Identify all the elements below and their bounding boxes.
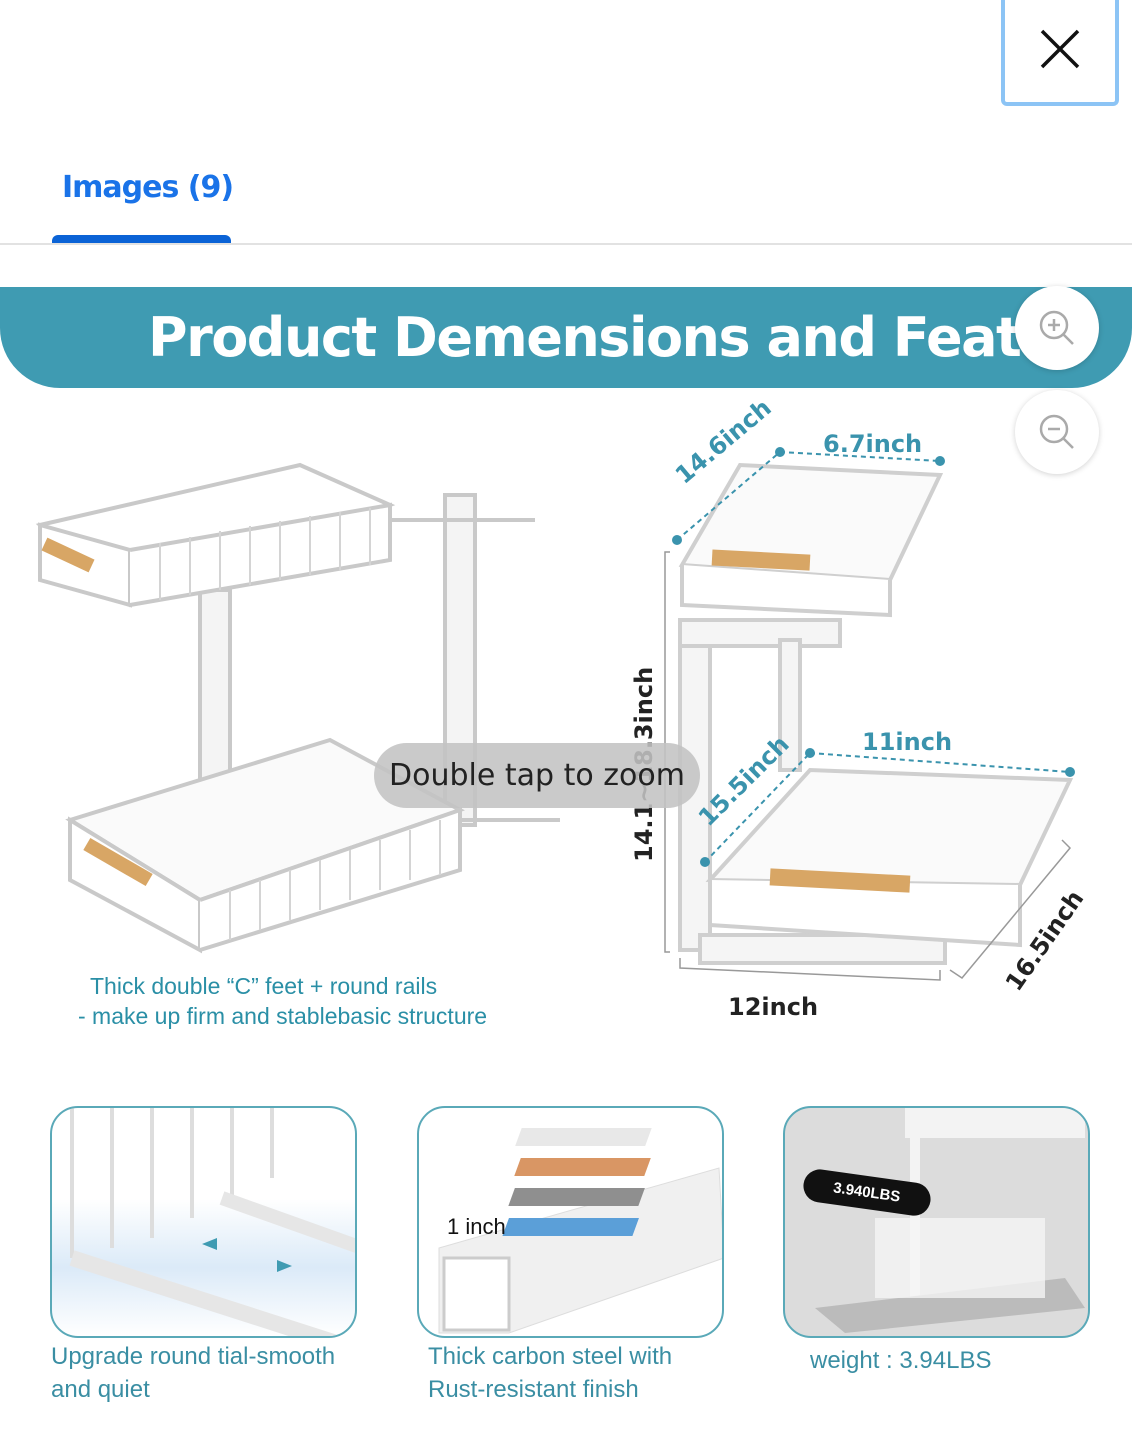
tab-images[interactable]: Images (9)	[62, 170, 234, 205]
feature-panel-rails	[50, 1106, 357, 1338]
feature-caption-1-line2: and quiet	[51, 1376, 150, 1403]
feature-caption-3: weight : 3.94LBS	[810, 1347, 992, 1374]
rack-illustration-right	[664, 447, 1075, 981]
feature-panel-weight: 3.940LBS	[783, 1106, 1090, 1338]
rack-illustration-left	[35, 462, 560, 954]
close-icon	[1040, 29, 1080, 69]
dim-base-width: 12inch	[728, 993, 819, 1021]
banner	[0, 287, 1132, 388]
zoom-out-icon	[1039, 414, 1074, 449]
zoom-out-button[interactable]	[1015, 390, 1099, 474]
left-caption-line2: - make up firm and stablebasic structure	[78, 1003, 488, 1029]
feature-caption-2-line2: Rust-resistant finish	[428, 1376, 639, 1403]
dim-bottom-width: 11inch	[862, 728, 953, 756]
dim-top-width: 6.7inch	[823, 430, 923, 458]
zoom-in-icon	[1039, 310, 1074, 345]
left-caption-line1: Thick double “C” feet + round rails	[90, 973, 438, 999]
feature-caption-1-line1: Upgrade round tial-smooth	[51, 1343, 336, 1370]
divider	[0, 243, 1132, 245]
dimension-label: 1 inch	[447, 1214, 506, 1239]
active-tab-indicator	[52, 235, 231, 244]
zoom-in-button[interactable]	[1015, 286, 1099, 370]
feature-caption-2-line1: Thick carbon steel with	[428, 1343, 673, 1370]
double-tap-hint: Double tap to zoom	[374, 743, 700, 808]
close-button[interactable]	[1001, 0, 1119, 106]
banner-title: Product Demensions and Features	[148, 306, 1028, 369]
feature-panel-steel: 1 inch	[417, 1106, 724, 1338]
